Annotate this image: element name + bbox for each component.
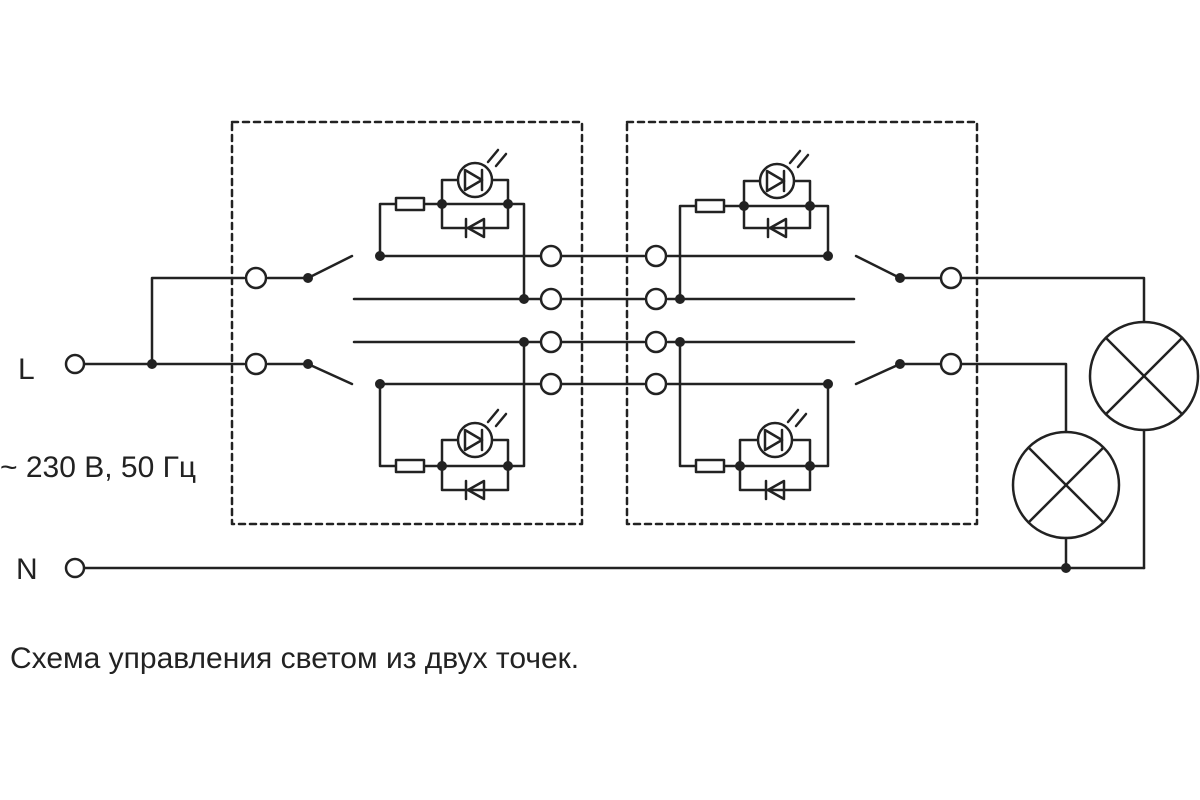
diode-left-bottom — [464, 479, 486, 501]
diagram-caption: Схема управления светом из двух точек. — [10, 642, 580, 675]
resistor-right-bottom — [694, 458, 726, 474]
left-switch-wiring — [266, 178, 542, 492]
lamp-2 — [1011, 430, 1121, 540]
right-switch-wiring — [666, 179, 942, 492]
phase-supply-wiring — [82, 276, 246, 366]
terminal-L — [64, 353, 86, 375]
load-wiring — [960, 276, 1146, 570]
neutral-label: N — [16, 553, 38, 586]
resistor-left-bottom — [394, 458, 426, 474]
resistor-left-top — [394, 196, 426, 212]
terminals — [64, 244, 963, 579]
led-right-bottom — [756, 408, 808, 459]
lamp-1 — [1088, 320, 1200, 432]
phase-label: L — [18, 353, 35, 386]
interconnect-wires — [560, 254, 646, 386]
supply-voltage-label: ~ 230 В, 50 Гц — [0, 451, 197, 484]
diode-left-top — [464, 217, 486, 239]
led-left-bottom — [456, 408, 508, 459]
diode-right-top — [766, 217, 788, 239]
switch-box-right — [625, 120, 979, 526]
led-right-top — [758, 149, 810, 200]
switch-box-left — [230, 120, 584, 526]
terminal-N — [64, 557, 86, 579]
junction-dots — [147, 199, 1071, 573]
resistor-right-top — [694, 198, 726, 214]
led-left-top — [456, 148, 508, 199]
diode-right-bottom — [764, 479, 786, 501]
